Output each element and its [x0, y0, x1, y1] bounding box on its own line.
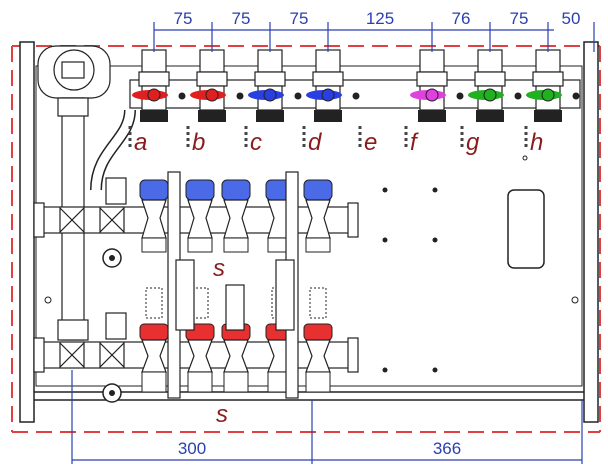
lower-port: [303, 323, 333, 393]
valve-label-g: g: [466, 129, 480, 156]
manifold-label-upper: s: [213, 255, 225, 282]
manifold-label-lower: s: [216, 401, 228, 428]
isolation-valve: [59, 312, 127, 403]
top-dimension-value: 75: [510, 9, 529, 28]
lower-port: [139, 323, 169, 393]
bottom-dimension-value: 366: [433, 439, 461, 458]
top-dimensions: 75 75 75 125 76 75 50: [153, 9, 595, 52]
top-dimension-value: 75: [290, 9, 309, 28]
valve-label-a: a: [134, 129, 147, 156]
valve-label-c: c: [250, 129, 262, 156]
valve-label-d: d: [308, 129, 322, 156]
top-dimension-value: 125: [366, 9, 394, 28]
isolation-valve: [59, 177, 127, 268]
valve-label-h: h: [530, 129, 543, 156]
valve-label-e: e: [364, 129, 377, 156]
top-dimension-value: 75: [174, 9, 193, 28]
upper-port: [185, 179, 215, 253]
bottom-dimension-value: 300: [178, 439, 206, 458]
ball-valve-b: [190, 49, 244, 122]
meter-unit: [37, 45, 111, 99]
cable-cutout: [507, 189, 545, 269]
valve-label-b: b: [192, 129, 205, 156]
bottom-dimension-line: [71, 370, 583, 464]
valve-labels: a b c d e f g h: [128, 126, 543, 156]
upper-port: [303, 179, 333, 253]
service-valves: [132, 49, 580, 122]
upper-port: [221, 179, 251, 253]
ball-valve-c: [248, 49, 302, 122]
valve-label-f: f: [410, 129, 419, 156]
ball-valve-f: [410, 49, 464, 122]
mounting-holes: [44, 155, 579, 373]
dashed-outline: [11, 45, 601, 433]
top-dimension-value: 76: [452, 9, 471, 28]
top-dimension-value: 75: [232, 9, 251, 28]
upper-port: [139, 179, 169, 253]
ball-valve-g: [468, 49, 522, 122]
bottom-dimensions: 300 366: [178, 439, 461, 458]
flow-meters: [167, 171, 299, 399]
ball-valve-h: [526, 49, 580, 122]
top-dimension-value: 50: [562, 9, 581, 28]
